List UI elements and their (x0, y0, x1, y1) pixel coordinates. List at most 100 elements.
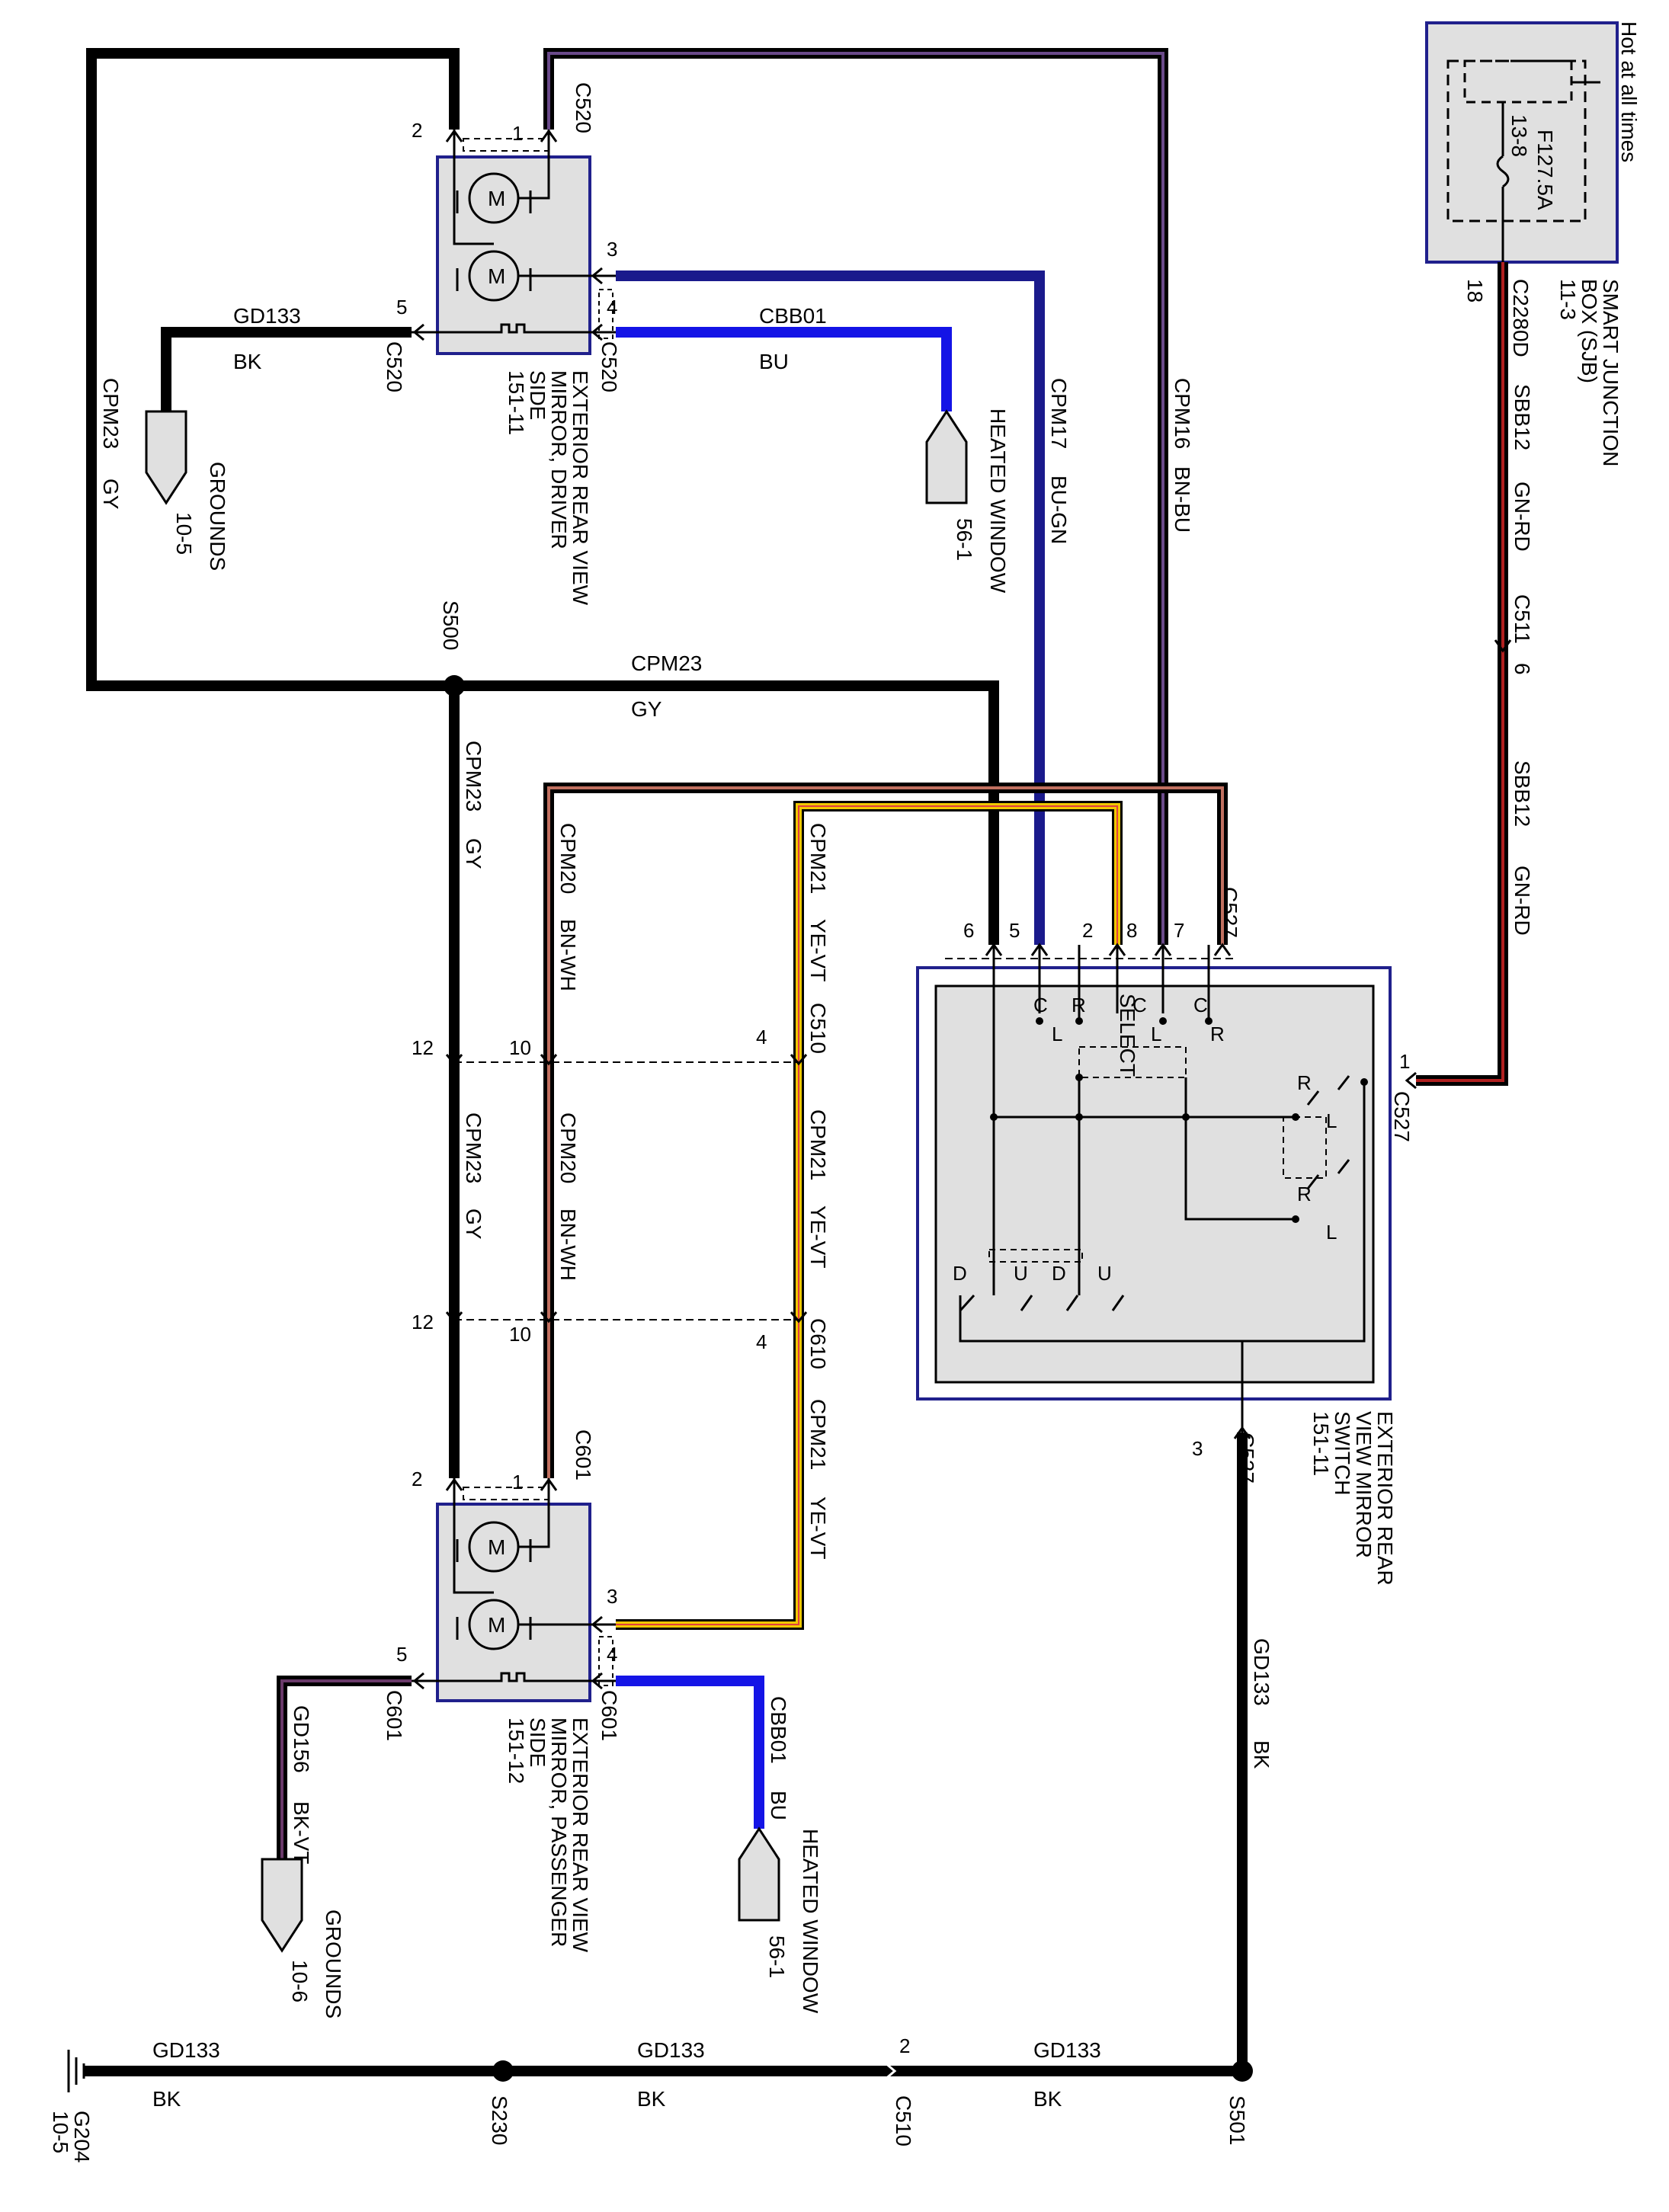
wire-cbb01-passenger: CBB01 BU (616, 1676, 790, 1829)
grounds-driver: GROUNDS 10-5 (145, 410, 229, 571)
fuse-rating: 7.5A (1533, 166, 1557, 210)
splice-s501-dot (1232, 2060, 1253, 2082)
switch-contact-u-1: U (1014, 1262, 1028, 1285)
heated-window-driver-label: HEATED WINDOW (986, 408, 1010, 594)
passenger-pin2: 2 (412, 1468, 422, 1490)
switch-name-line3: SWITCH (1331, 1411, 1354, 1495)
cpm21-color-1: YE-VT (806, 919, 830, 981)
connector-arrows (412, 129, 1417, 1690)
cpm20-circuit-2: CPM20 (556, 1112, 580, 1183)
c510-bottom-pin: 2 (899, 2034, 910, 2057)
splice-s230-dot (492, 2060, 514, 2082)
switch-contact-r-1: R (1072, 994, 1086, 1016)
wire-gd156: GD156 BK-VT (277, 1676, 412, 1864)
passenger-connector-left: C601 (383, 1690, 406, 1741)
switch-name-line1: EXTERIOR REAR (1373, 1411, 1397, 1586)
switch-pin-6: 6 (963, 919, 974, 942)
switch-contact-u-2: U (1097, 1262, 1112, 1285)
passenger-pin5: 5 (396, 1643, 407, 1666)
switch-pin-5: 5 (1009, 919, 1020, 942)
c511-connector-symbol (1494, 639, 1512, 653)
wire-cpm21: CPM21 YE-VT CPM21 YE-VT CPM21 YE-VT (616, 801, 1123, 1630)
passenger-pin3: 3 (607, 1585, 617, 1608)
cpm23-circuit-left: CPM23 (99, 378, 123, 449)
heated-window-passenger-ref: 56-1 (765, 1935, 789, 1978)
wire-cpm20: CPM20 BN-WH CPM20 BN-WH (543, 783, 1228, 1478)
grounds-passenger-label: GROUNDS (322, 1909, 345, 2018)
driver-connector-top: C520 (572, 82, 595, 133)
passenger-motor-1-label: M (488, 1535, 505, 1559)
gd133-color-b2: BK (637, 2087, 666, 2111)
cpm21-color-3: YE-VT (806, 1497, 830, 1559)
cbb01-circuit-passenger: CBB01 (767, 1696, 790, 1764)
switch-contact-d-2: D (1052, 1262, 1066, 1285)
driver-connector-left: C520 (383, 341, 406, 392)
wire-cpm16: CPM16 BN-BU (543, 48, 1194, 945)
switch-pin-8: 8 (1126, 919, 1137, 942)
fuse-id: F12 (1533, 130, 1557, 166)
driver-connector-right: C520 (597, 341, 621, 392)
c510-pin-4: 4 (756, 1026, 767, 1048)
switch-pin-2: 2 (1082, 919, 1093, 942)
gd133-circuit-b1: GD133 (152, 2038, 220, 2062)
splice-s500: S500 (439, 600, 463, 650)
gd133-color-driver: BK (233, 350, 262, 373)
driver-page-ref: 151-11 (505, 370, 528, 435)
gd133-color-b1: BK (152, 2087, 181, 2111)
driver-pin2: 2 (412, 119, 422, 142)
switch-contact-r-4: R (1297, 1183, 1312, 1205)
heated-window-driver: HEATED WINDOW 56-1 (925, 408, 1010, 594)
cbb01-color-passenger: BU (767, 1791, 790, 1820)
g204-label: G204 (70, 2111, 94, 2163)
grounds-passenger: GROUNDS 10-6 (261, 1858, 345, 2018)
switch-page-ref: 151-11 (1309, 1411, 1333, 1476)
c510-pin-10: 10 (509, 1036, 531, 1059)
sjb-name-line1: SMART JUNCTION (1599, 279, 1623, 466)
splice-s500-dot (444, 675, 465, 696)
switch-contact-r-2: R (1210, 1023, 1225, 1045)
switch-select-label: SELECT (1116, 994, 1139, 1077)
heated-window-passenger-label: HEATED WINDOW (799, 1829, 822, 2014)
cpm21-circuit-2: CPM21 (806, 1109, 830, 1180)
c610-pin-10: 10 (509, 1323, 531, 1346)
gd133-circuit-driver: GD133 (233, 304, 301, 328)
cbb01-circuit-driver: CBB01 (759, 304, 827, 328)
sbb12-circuit-bottom: SBB12 (1510, 760, 1534, 827)
gd156-circuit: GD156 (290, 1705, 313, 1773)
cpm23-circuit-mid: CPM23 (631, 651, 702, 675)
switch-contact-l-2: L (1151, 1023, 1161, 1045)
gd133-circuit-vertical: GD133 (1250, 1638, 1273, 1706)
cpm17-color: BU-GN (1047, 475, 1071, 544)
cpm16-circuit: CPM16 (1171, 378, 1194, 449)
cpm21-circuit-1: CPM21 (806, 823, 830, 894)
smart-junction-box: Hot at all times F12 13-8 7.5A 18 C2280D… (1425, 21, 1641, 466)
driver-pin5: 5 (396, 296, 407, 319)
switch-pin-3: 3 (1192, 1437, 1203, 1460)
switch-contact-l-1: L (1052, 1023, 1062, 1045)
ground-g204: G204 10-5 (49, 2050, 94, 2163)
c511-pin: 6 (1510, 663, 1534, 675)
driver-motor-2-label: M (488, 264, 505, 288)
cbb01-color-driver: BU (759, 350, 789, 373)
grounds-passenger-ref: 10-6 (288, 1960, 312, 2002)
passenger-pin1: 1 (512, 1471, 523, 1493)
driver-motor-1-label: M (488, 187, 505, 210)
passenger-connector-top: C601 (572, 1429, 595, 1481)
switch-pin-1: 1 (1399, 1050, 1410, 1073)
passenger-mirror: M M C601 1 2 3 4 5 C601 C601 EXTERIOR RE… (383, 1429, 621, 1953)
splice-s501: S501 (1225, 2095, 1249, 2145)
cpm17-circuit: CPM17 (1047, 378, 1071, 449)
switch-contact-l-4: L (1326, 1221, 1337, 1244)
switch-contact-c-2: C (1132, 994, 1147, 1016)
wire-cpm23: S500 CPM23 GY CPM23 GY CPM23 GY CPM23 GY (86, 48, 999, 1478)
driver-heater-element (492, 323, 533, 334)
cpm20-circuit-1: CPM20 (556, 823, 580, 894)
cpm16-color: BN-BU (1171, 466, 1194, 533)
grounds-driver-label: GROUNDS (206, 462, 229, 571)
mirror-switch: C L R C L C R SELECT R L R L D U D U 6 5… (916, 887, 1414, 1586)
cpm20-color-2: BN-WH (556, 1208, 580, 1281)
sjb-pin: 18 (1463, 279, 1487, 303)
gd133-color-b3: BK (1033, 2087, 1062, 2111)
gd133-circuit-b3: GD133 (1033, 2038, 1101, 2062)
switch-connector-right: C527 (1390, 1091, 1414, 1142)
